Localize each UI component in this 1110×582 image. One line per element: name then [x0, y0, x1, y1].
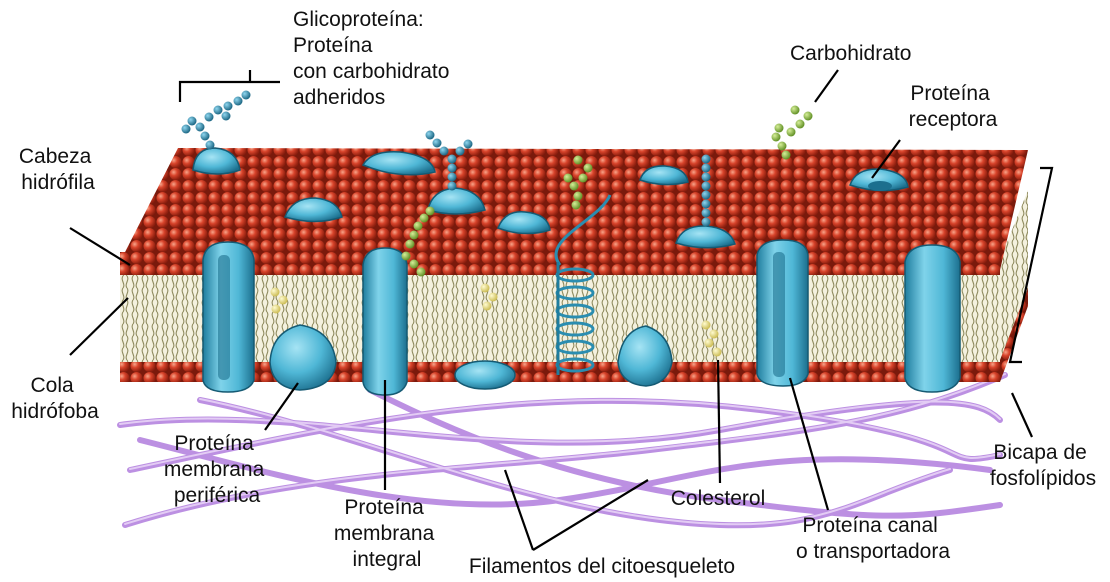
label-receptor-protein: Proteína receptora — [909, 82, 998, 131]
label-peripheral-protein: Proteína membrana periférica — [164, 432, 270, 507]
label-hydrophobic-tail: Cola hidrófoba — [11, 374, 99, 423]
label-cytoskeleton: Filamentos del citoesqueleto — [469, 555, 735, 578]
label-carbohydrate: Carbohidrato — [790, 42, 911, 65]
label-integral-protein: Proteína membrana integral — [334, 496, 440, 571]
label-channel-protein: Proteína canal o transportadora — [796, 514, 950, 563]
label-phospholipid-bilayer: Bicapa de fosfolípidos — [990, 441, 1096, 490]
label-hydrophilic-head: Cabeza hidrófila — [19, 145, 97, 194]
label-cholesterol: Colesterol — [671, 487, 766, 510]
label-glycoprotein: Glicoproteína: Proteína con carbohidrato… — [293, 8, 455, 109]
